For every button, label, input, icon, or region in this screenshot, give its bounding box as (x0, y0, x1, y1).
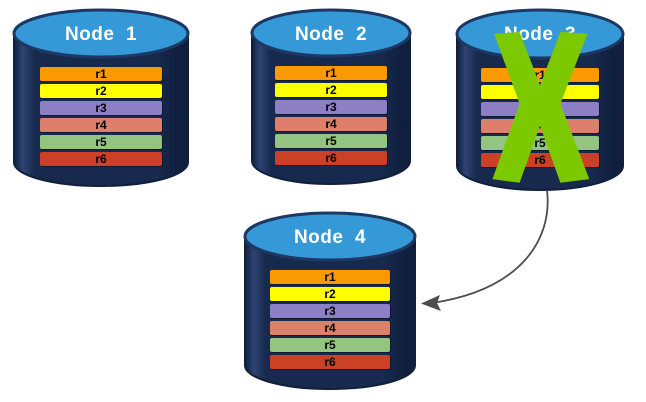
node-3-row-r1[interactable]: r1 (481, 68, 599, 82)
node-1-row-r5[interactable]: r5 (40, 135, 162, 149)
row-label: r4 (324, 321, 336, 335)
cylinder-top-disc (250, 8, 412, 58)
row-label: r4 (325, 117, 337, 131)
row-label: r5 (534, 136, 546, 150)
row-label: r5 (325, 134, 337, 148)
node-2-row-r6[interactable]: r6 (275, 151, 387, 165)
node-3-row-r3[interactable]: r3 (481, 102, 599, 116)
arrow-curve (431, 189, 549, 304)
node-1-row-r3[interactable]: r3 (40, 101, 162, 115)
cylinder-top-disc (455, 8, 625, 60)
row-label: r1 (95, 67, 107, 81)
row-label: r5 (95, 135, 107, 149)
row-label: r3 (325, 100, 337, 114)
node-2-row-r5[interactable]: r5 (275, 134, 387, 148)
node-4-row-r4[interactable]: r4 (270, 321, 390, 335)
node-4-row-r1[interactable]: r1 (270, 270, 390, 284)
row-label: r6 (325, 151, 337, 165)
row-label: r4 (95, 118, 107, 132)
node-3-row-r5[interactable]: r5 (481, 136, 599, 150)
node-1-row-list: r1 r2 r3 r4 r5 r6 (12, 67, 190, 166)
row-label: r6 (95, 152, 107, 166)
node-3-row-r2[interactable]: r2 (481, 85, 599, 99)
row-label: r6 (324, 355, 336, 369)
node-1-row-r6[interactable]: r6 (40, 152, 162, 166)
row-label: r3 (324, 304, 336, 318)
node-4-row-r2[interactable]: r2 (270, 287, 390, 301)
row-label: r1 (534, 68, 546, 82)
row-label: r2 (95, 84, 107, 98)
cylinder-top-disc (12, 8, 190, 59)
node-2-row-r3[interactable]: r3 (275, 100, 387, 114)
row-label: r2 (325, 83, 337, 97)
node-3-row-r4[interactable]: r4 (481, 119, 599, 133)
node-2-row-list: r1 r2 r3 r4 r5 r6 (250, 66, 412, 165)
row-label: r5 (324, 338, 336, 352)
cylinder-top-disc (243, 211, 417, 262)
row-label: r4 (534, 119, 546, 133)
node-1-row-r4[interactable]: r4 (40, 118, 162, 132)
node-1-row-r2[interactable]: r2 (40, 84, 162, 98)
node-4-row-list: r1 r2 r3 r4 r5 r6 (243, 270, 417, 369)
node-4-row-r5[interactable]: r5 (270, 338, 390, 352)
node-4-row-r6[interactable]: r6 (270, 355, 390, 369)
node-2-row-r4[interactable]: r4 (275, 117, 387, 131)
node-3-row-r6[interactable]: r6 (481, 153, 599, 167)
row-label: r1 (324, 270, 336, 284)
node-3-row-list: r1 r2 r3 r4 r5 r6 (455, 68, 625, 167)
row-label: r3 (95, 101, 107, 115)
node-2-row-r1[interactable]: r1 (275, 66, 387, 80)
node-1-row-r1[interactable]: r1 (40, 67, 162, 81)
row-label: r2 (534, 85, 546, 99)
arrow-head (421, 295, 441, 311)
row-label: r3 (534, 102, 546, 116)
row-label: r2 (324, 287, 336, 301)
node-4-row-r3[interactable]: r3 (270, 304, 390, 318)
node-2-row-r2[interactable]: r2 (275, 83, 387, 97)
row-label: r1 (325, 66, 337, 80)
row-label: r6 (534, 153, 546, 167)
